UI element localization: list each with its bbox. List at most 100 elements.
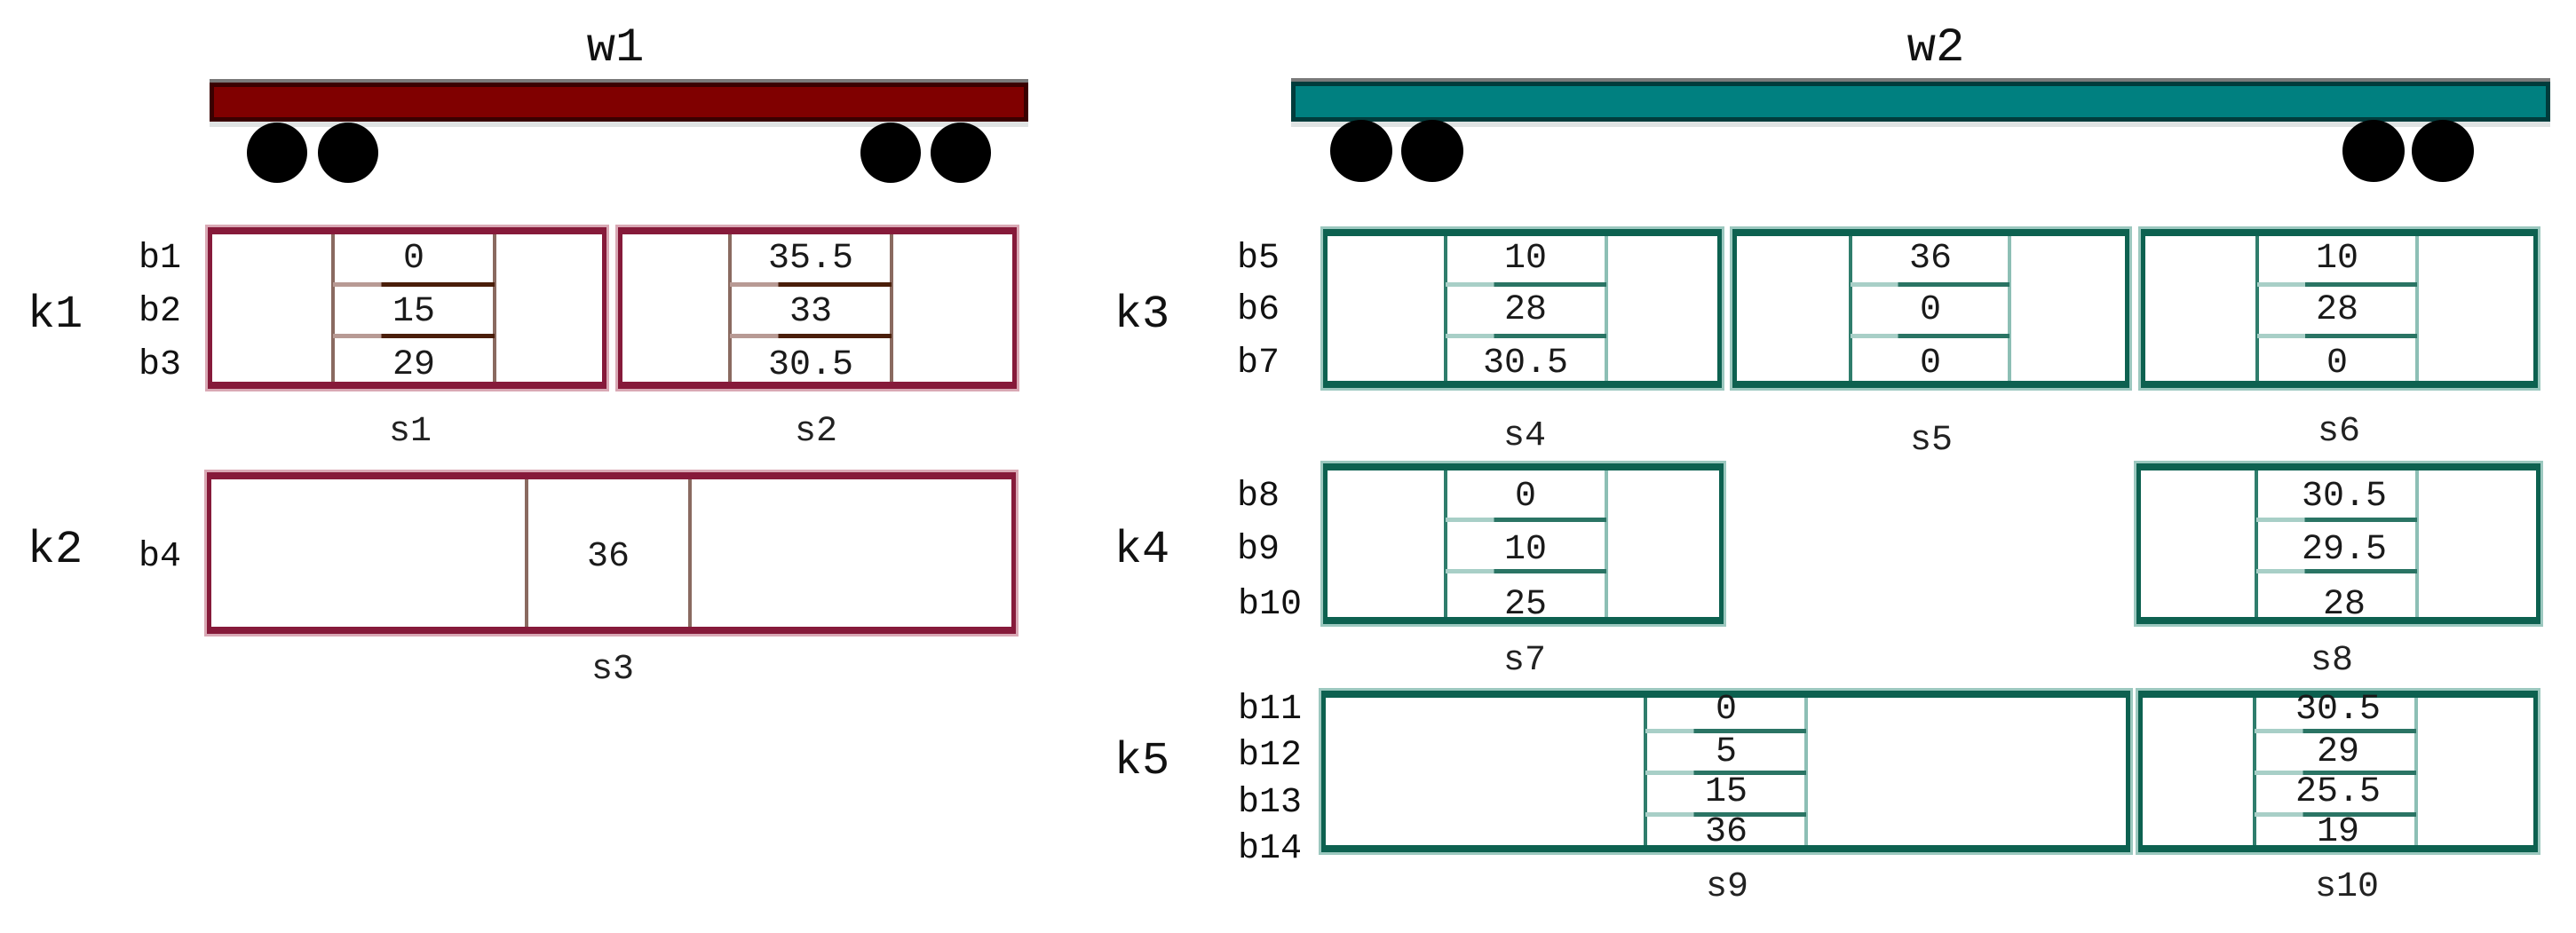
wagon-bar-shadow [210, 122, 1028, 127]
cell-value: 0 [1919, 290, 1942, 330]
stack-label-s3: s3 [590, 650, 635, 690]
stack-row-divider [2255, 812, 2416, 817]
bay-label: b1 [138, 239, 182, 279]
stack-row-divider [1446, 569, 1606, 573]
wagon-bar-w2 [1291, 82, 2550, 122]
stack-column-divider [1444, 470, 1447, 617]
cell-value: 5 [1715, 732, 1738, 772]
cell-value: 0 [402, 239, 425, 279]
bay-label: b13 [1237, 783, 1303, 823]
stack-row-divider [730, 334, 892, 338]
stack-s8[interactable] [2136, 463, 2540, 624]
wagon-bar-shadow [1291, 122, 2550, 127]
bay-label: b3 [138, 345, 182, 385]
stack-column-divider [1804, 698, 1808, 845]
stack-row-divider [2257, 282, 2417, 287]
cell-value: 10 [1503, 239, 1548, 279]
stack-column-divider [1605, 470, 1608, 617]
cell-value: 35.5 [767, 239, 854, 279]
cell-value: 29.5 [2301, 530, 2388, 570]
stack-column-divider [525, 479, 528, 627]
stack-column-divider [493, 234, 496, 382]
wheel-icon [860, 123, 921, 183]
stack-label-s2: s2 [794, 412, 838, 452]
wagon-title-w1: w1 [586, 21, 645, 75]
cell-value: 36 [586, 537, 630, 577]
stack-row-divider [1645, 729, 1806, 733]
stack-column-divider [331, 234, 335, 382]
wagon-bar-w1 [210, 83, 1028, 122]
stack-row-divider [2256, 569, 2417, 573]
cell-value: 25.5 [2295, 772, 2382, 812]
cell-value: 28 [1503, 290, 1548, 330]
bay-label: b11 [1237, 690, 1303, 730]
stack-s5[interactable] [1732, 229, 2129, 388]
track-label-k5: k5 [1114, 735, 1170, 787]
cell-value: 30.5 [2295, 690, 2382, 730]
wheel-icon [2412, 120, 2474, 182]
bay-label: b4 [138, 537, 182, 577]
stack-row-divider [1851, 282, 2009, 287]
wheel-icon [2342, 120, 2405, 182]
bay-label: b2 [138, 292, 182, 332]
bay-label: b6 [1236, 290, 1280, 330]
cell-value: 30.5 [767, 345, 854, 385]
stack-column-divider [1849, 236, 1852, 381]
stack-label-s9: s9 [1705, 867, 1749, 907]
stack-column-divider [2414, 698, 2418, 845]
cell-value: 15 [1704, 772, 1748, 812]
wagon-bar-top-edge [1291, 78, 2550, 83]
cell-value: 10 [1503, 530, 1548, 570]
wheel-icon [931, 123, 991, 183]
stack-label-s6: s6 [2317, 412, 2361, 452]
stack-s3[interactable] [207, 472, 1016, 634]
stack-s2[interactable] [618, 227, 1017, 389]
cell-value: 30.5 [2301, 477, 2388, 517]
stack-column-divider [2255, 470, 2258, 617]
stack-label-s4: s4 [1502, 416, 1547, 456]
cell-value: 0 [1514, 477, 1537, 517]
stack-column-divider [890, 234, 893, 382]
wheel-icon [1330, 120, 1392, 182]
stack-column-divider [1605, 236, 1608, 381]
wagon-bar-top-edge [210, 79, 1028, 83]
cell-value: 10 [2315, 239, 2359, 279]
cell-value: 30.5 [1482, 344, 1569, 383]
bay-label: b8 [1236, 477, 1280, 517]
cell-value: 33 [789, 292, 833, 332]
cell-value: 0 [2326, 344, 2349, 383]
stack-label-s8: s8 [2310, 641, 2354, 681]
cell-value: 0 [1919, 344, 1942, 383]
wheel-icon [247, 123, 307, 183]
stack-label-s10: s10 [2314, 867, 2380, 907]
stack-s6[interactable] [2141, 229, 2538, 388]
wagon-title-w2: w2 [1906, 21, 1965, 75]
track-label-k2: k2 [27, 524, 83, 576]
bay-label: b12 [1237, 736, 1303, 776]
stack-s1[interactable] [208, 227, 606, 389]
bay-label: b7 [1236, 344, 1280, 383]
cell-value: 28 [2315, 290, 2359, 330]
stack-s4[interactable] [1323, 229, 1722, 388]
cell-value: 28 [2322, 585, 2366, 625]
stack-row-divider [2255, 729, 2416, 733]
stack-row-divider [1645, 812, 1806, 817]
cell-value: 36 [1704, 812, 1748, 852]
stack-column-divider [2008, 236, 2011, 381]
stack-column-divider [2415, 470, 2419, 617]
cell-value: 15 [392, 292, 436, 332]
stack-s10[interactable] [2138, 691, 2538, 852]
stack-column-divider [2415, 236, 2419, 381]
bay-label: b5 [1236, 239, 1280, 279]
stack-row-divider [1446, 334, 1606, 338]
cell-value: 0 [1715, 690, 1738, 730]
bay-label: b9 [1236, 530, 1280, 570]
stack-row-divider [1645, 771, 1806, 775]
stack-s9[interactable] [1321, 691, 2130, 852]
stack-row-divider [2257, 334, 2417, 338]
stack-row-divider [333, 334, 495, 338]
stack-s7[interactable] [1323, 463, 1724, 624]
cell-value: 36 [1908, 239, 1953, 279]
stack-column-divider [688, 479, 692, 627]
track-label-k1: k1 [27, 289, 83, 341]
